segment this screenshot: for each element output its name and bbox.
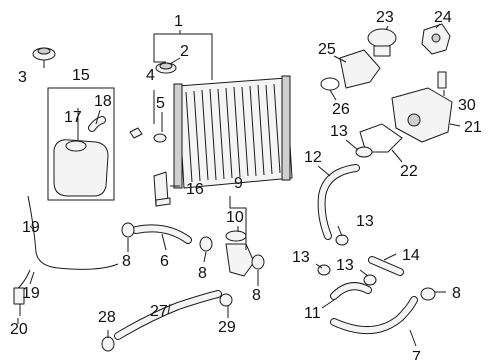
hose-clamp-13b [335, 234, 349, 246]
callout-15: 15 [72, 67, 90, 84]
callout-8-a: 8 [122, 253, 131, 270]
callout-22: 22 [400, 163, 418, 180]
callout-16: 16 [186, 181, 204, 198]
radiator [173, 75, 293, 189]
hose-clamp-8c [251, 254, 265, 270]
hose-clamp-29 [219, 293, 233, 307]
bracket [153, 171, 171, 207]
coolant-pipe [368, 256, 404, 276]
callout-13-c: 13 [292, 249, 310, 266]
overflow-hose [13, 195, 119, 293]
callout-1: 1 [174, 13, 183, 30]
leader-lines [17, 23, 461, 347]
thermostat-housing [391, 87, 453, 143]
callout-11: 11 [304, 305, 321, 322]
hose-clamp-8a [121, 222, 135, 238]
callout-24: 24 [434, 9, 452, 26]
hose-clamp-13d [363, 274, 377, 286]
callout-8-d: 8 [452, 285, 461, 302]
hose-clamp-8b [199, 236, 213, 252]
outlet-gasket [320, 77, 340, 91]
coolant-sensor [437, 71, 447, 89]
reservoir-cap [32, 47, 56, 61]
callout-29: 29 [218, 319, 236, 336]
callout-18: 18 [94, 93, 112, 110]
callout-5: 5 [156, 95, 165, 112]
callout-19-lower: 19 [22, 285, 40, 302]
callout-17: 17 [64, 109, 82, 126]
thermostat-cover [421, 23, 451, 55]
callout-26: 26 [332, 101, 350, 118]
callout-13-a: 13 [330, 123, 348, 140]
callout-2: 2 [180, 43, 189, 60]
hose-clamp-13a [355, 146, 373, 158]
outlet-hose [330, 296, 418, 335]
hose-clamp-28 [101, 336, 115, 352]
upper-radiator-hose [317, 164, 360, 240]
callout-labels: 1 2 3 4 5 15 17 18 16 9 10 19 19 20 8 6 … [10, 9, 482, 360]
connector-hose [330, 282, 372, 300]
callout-13-d: 13 [336, 257, 354, 274]
bypass-pipe [225, 230, 255, 277]
callout-28: 28 [98, 309, 116, 326]
hose-clamp-8d [420, 287, 436, 301]
callout-21: 21 [464, 119, 482, 136]
callout-8-b: 8 [198, 265, 207, 282]
callout-27: 27 [150, 303, 168, 320]
heater-hose [114, 290, 222, 340]
callout-19-upper: 19 [22, 219, 40, 236]
callout-9: 9 [234, 175, 243, 192]
water-outlet [339, 49, 381, 89]
callout-10: 10 [226, 209, 244, 226]
callout-30: 30 [458, 97, 476, 114]
callout-23: 23 [376, 9, 394, 26]
hose-clip [13, 287, 25, 305]
callout-25: 25 [318, 41, 336, 58]
drain-plug [129, 127, 167, 143]
callout-3: 3 [18, 69, 27, 86]
callout-14: 14 [402, 247, 420, 264]
callout-7: 7 [412, 349, 421, 360]
callout-8-c: 8 [252, 287, 261, 304]
callout-13-b: 13 [356, 213, 374, 230]
callout-20: 20 [10, 321, 28, 338]
callout-12: 12 [304, 149, 322, 166]
lower-radiator-hose [132, 224, 192, 244]
callout-4: 4 [146, 67, 155, 84]
thermostat [367, 28, 397, 57]
callout-6: 6 [160, 253, 169, 270]
radiator-cap [155, 62, 177, 74]
